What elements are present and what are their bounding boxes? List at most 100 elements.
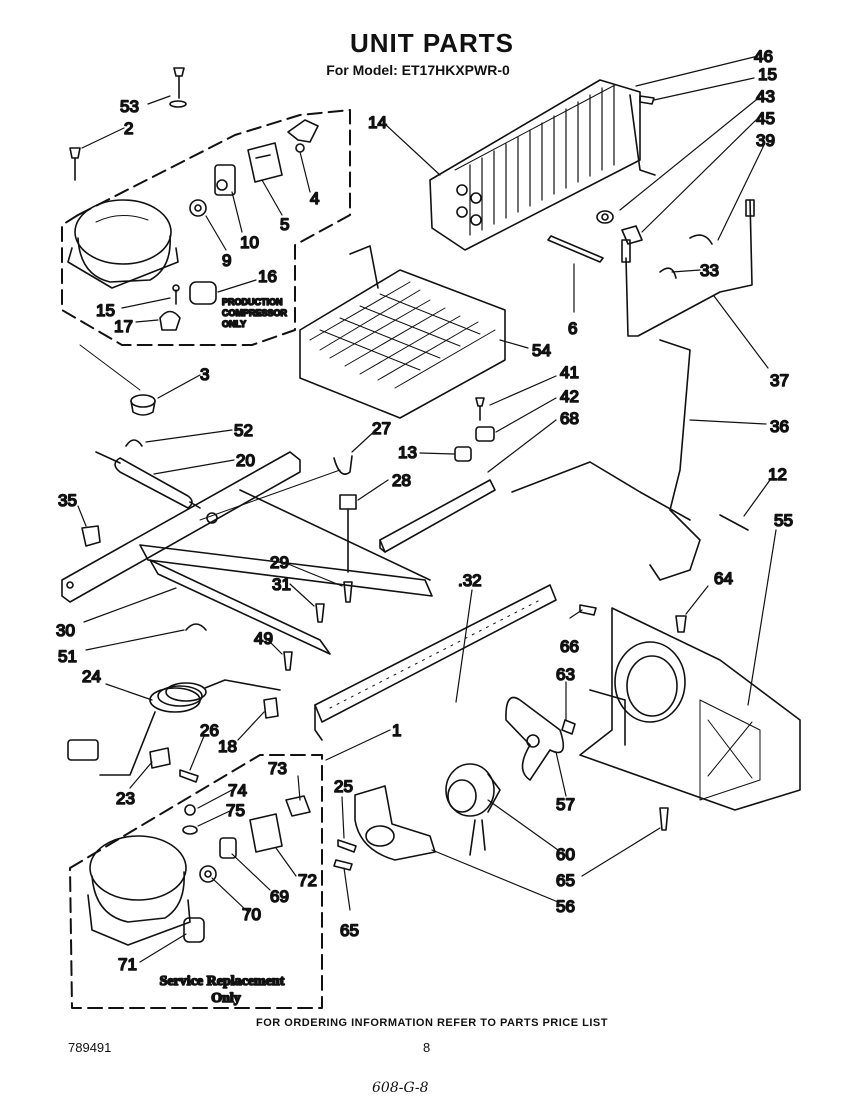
- document-number: 789491: [68, 1040, 112, 1055]
- clip-17: [159, 284, 181, 331]
- fan-shroud: [579, 607, 801, 811]
- screw-41: [475, 397, 485, 421]
- condenser: [429, 79, 656, 251]
- callout-68: 68: [560, 409, 579, 428]
- callout-26: 26: [200, 721, 219, 740]
- callout-71: 71: [118, 955, 137, 974]
- callout-70: 70: [242, 905, 261, 924]
- screw-25: [337, 839, 357, 853]
- ordering-info: FOR ORDERING INFORMATION REFER TO PARTS …: [256, 1017, 608, 1029]
- drain-trough-68: [379, 479, 496, 553]
- callout-51: 51: [58, 647, 77, 666]
- callout-25: 25: [334, 777, 353, 796]
- service-part-69: [219, 837, 237, 859]
- callout-69: 69: [270, 887, 289, 906]
- callout-6: 6: [568, 319, 577, 338]
- callout-24: 24: [82, 667, 101, 686]
- service-capacitor: [183, 917, 205, 943]
- power-cord: [67, 679, 281, 776]
- clip-23: [149, 747, 171, 769]
- callout-60: 60: [556, 845, 575, 864]
- screw-66: [579, 604, 597, 616]
- fuse-13: [454, 446, 472, 462]
- clip-63: [561, 719, 576, 735]
- callout-56: 56: [556, 897, 575, 916]
- callout-20: 20: [236, 451, 255, 470]
- callout-4: 4: [310, 189, 319, 208]
- callout-18: 18: [218, 737, 237, 756]
- callout-41: 41: [560, 363, 579, 382]
- service-replacement-note: Service Replacement Only: [159, 973, 286, 1007]
- screw-65-left: [333, 859, 353, 871]
- callout-52: 52: [234, 421, 253, 440]
- callout-29: 29: [270, 553, 289, 572]
- clip-45: [621, 225, 643, 245]
- callout-14: 14: [368, 113, 387, 132]
- motor-bracket: [354, 785, 436, 861]
- callout-43: 43: [756, 87, 775, 106]
- note-line-1: PRODUCTION: [222, 297, 283, 307]
- leader-line: [79, 344, 141, 391]
- relay-cover-5: [247, 142, 283, 183]
- handwritten-code: 608-G-8: [372, 1080, 429, 1096]
- callout-12: 12: [768, 465, 787, 484]
- service-note-line-1: Service Replacement: [160, 974, 285, 989]
- callout-27: 27: [372, 419, 391, 438]
- callout-64: 64: [714, 569, 733, 588]
- plug-18: [263, 697, 279, 719]
- screw-2: [69, 147, 81, 181]
- callout-32: .32: [458, 571, 482, 590]
- callout-65a: 65: [556, 871, 575, 890]
- model-subtitle: For Model: ET17HKXPWR-0: [326, 62, 510, 78]
- capacitor: [189, 281, 217, 305]
- callout-49: 49: [254, 629, 273, 648]
- spring-clip-39: [689, 234, 713, 245]
- production-compressor-box: [61, 109, 351, 346]
- screw-15-right: [639, 95, 655, 105]
- thermostat-42: [475, 426, 495, 442]
- clip-51: [185, 623, 207, 631]
- bracket-4: [287, 119, 319, 153]
- fan-motor: [445, 763, 501, 856]
- leader-arrows: [77, 55, 777, 963]
- callout-45: 45: [756, 109, 775, 128]
- callout-72: 72: [298, 871, 317, 890]
- callout-23: 23: [116, 789, 135, 808]
- callout-16: 16: [258, 267, 277, 286]
- screw-53: [169, 67, 187, 108]
- production-compressor-note: PRODUCTION COMPRESSOR ONLY: [221, 296, 288, 330]
- relay-10: [214, 164, 236, 196]
- callout-9: 9: [222, 251, 231, 270]
- callout-75: 75: [226, 801, 245, 820]
- screw-26: [179, 769, 199, 783]
- callout-35: 35: [58, 491, 77, 510]
- clip-33: [659, 267, 677, 279]
- screw-49: [283, 651, 293, 671]
- callout-labels: 46 15 43 45 39 53 2 14 4 5 9 10 16 15 17…: [55, 46, 794, 975]
- callout-15a: 15: [758, 65, 777, 84]
- callout-63: 63: [556, 665, 575, 684]
- callout-37: 37: [770, 371, 789, 390]
- tube-36: [511, 339, 701, 581]
- washer-75: [182, 825, 198, 835]
- callout-36: 36: [770, 417, 789, 436]
- service-compressor: [87, 835, 191, 946]
- grommet: [130, 394, 156, 416]
- wire-clip-12: [719, 514, 749, 531]
- callout-2: 2: [124, 119, 133, 138]
- fan-blade: [505, 696, 565, 781]
- service-compressor-box: [69, 754, 323, 1009]
- rail-32: [314, 584, 557, 741]
- screw-65-right: [659, 807, 669, 831]
- callout-74: 74: [228, 781, 247, 800]
- callout-17: 17: [114, 317, 133, 336]
- callout-65b: 65: [340, 921, 359, 940]
- overload-protector: [189, 199, 207, 217]
- callout-39: 39: [756, 131, 775, 150]
- compressor: [67, 199, 179, 289]
- callout-57: 57: [556, 795, 575, 814]
- suction-tube-37: [621, 199, 755, 337]
- callout-5: 5: [280, 215, 289, 234]
- page-title: UNIT PARTS: [349, 28, 515, 58]
